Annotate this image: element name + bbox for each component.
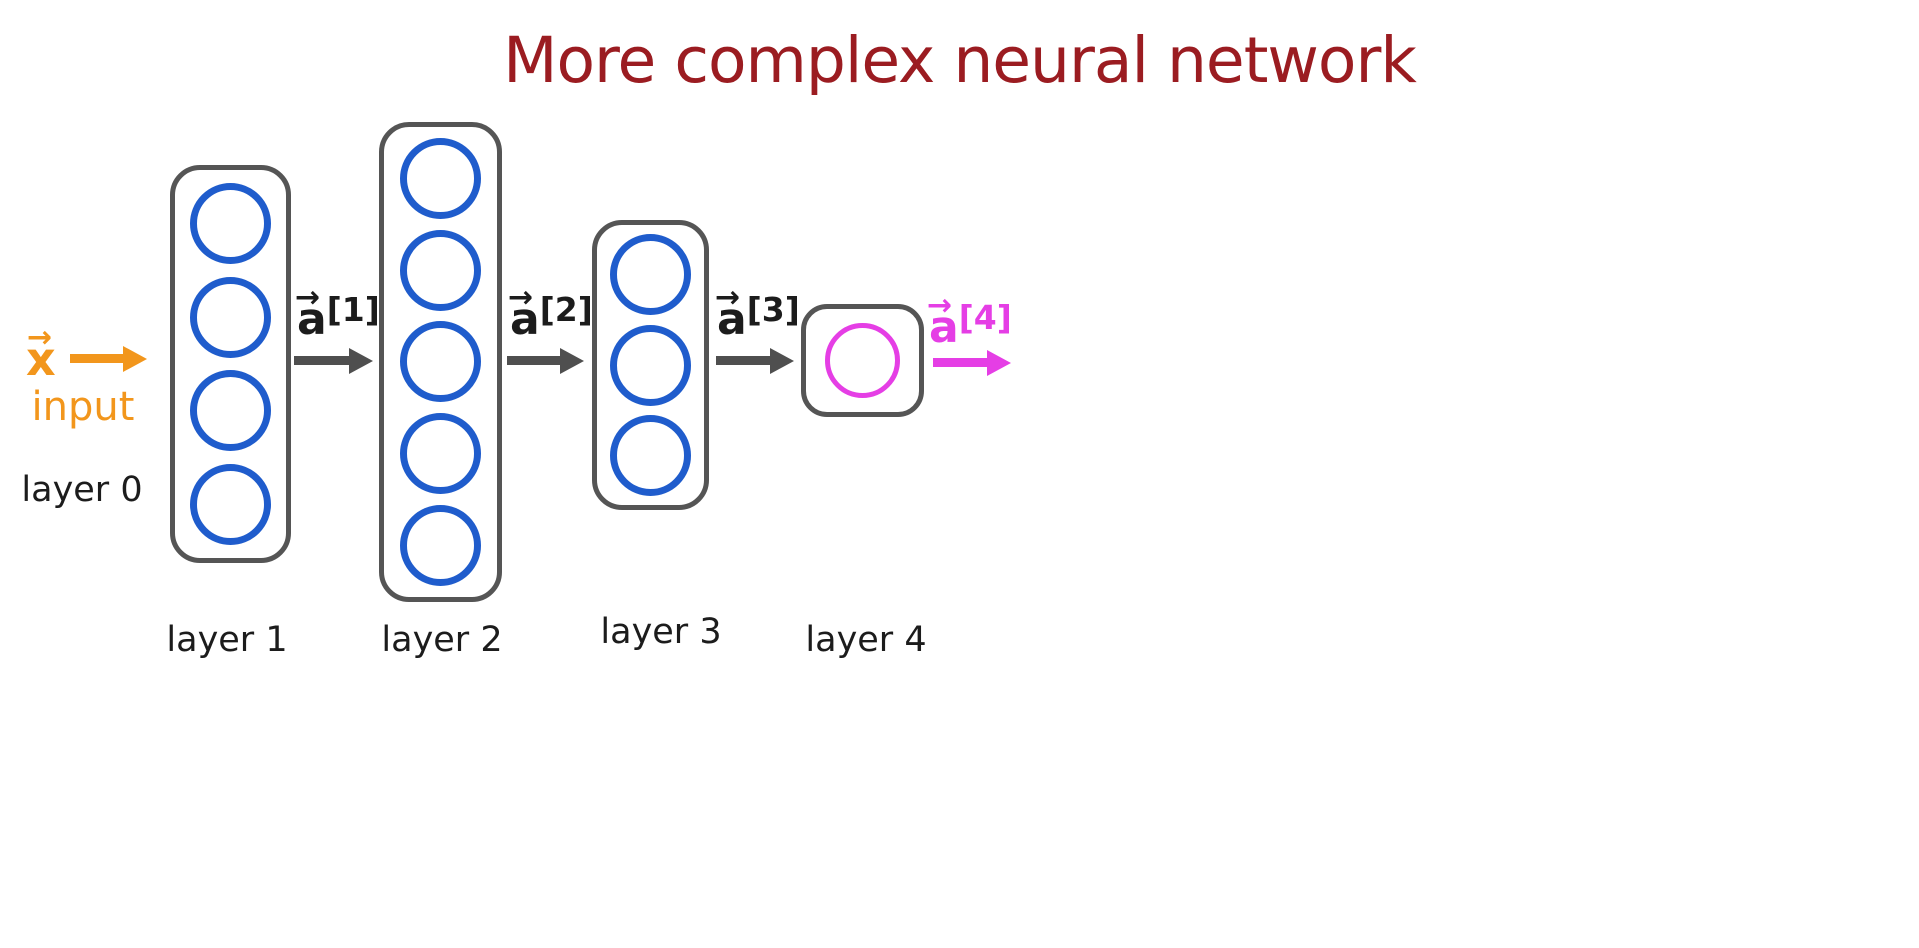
neuron-blue	[190, 276, 271, 358]
neuron-blue	[190, 464, 271, 546]
layer-4-box	[801, 304, 924, 417]
layer-4-name: layer 4	[805, 620, 927, 660]
input-arrow	[70, 345, 147, 372]
activation-arrow-1	[294, 347, 373, 374]
neuron-blue	[400, 137, 481, 219]
neuron-blue	[400, 413, 481, 495]
activation-arrow-2	[507, 347, 584, 374]
vector-arrow-icon: →	[927, 288, 953, 323]
activation-label-4: →a[4]	[927, 291, 1012, 350]
layer-2-name: layer 2	[381, 620, 503, 660]
input-caption: input	[31, 384, 135, 430]
activation-arrow-4	[933, 349, 1011, 376]
neuron-blue	[400, 505, 481, 587]
layer-3-name: layer 3	[600, 612, 722, 652]
layer-3-box	[592, 220, 709, 510]
activation-label-1: →a[1]	[295, 283, 380, 342]
input-symbol: x	[26, 332, 56, 386]
neuron-blue	[610, 414, 691, 496]
activation-label-3: →a[3]	[715, 283, 800, 342]
vector-arrow-icon: →	[715, 280, 741, 315]
neuron-blue	[610, 324, 691, 406]
vector-arrow-icon: →	[508, 280, 534, 315]
input-vector-label: →x	[26, 323, 56, 383]
activation-base: a	[510, 294, 540, 345]
layer-1-box	[170, 165, 291, 563]
layer0-label: layer 0	[21, 470, 143, 510]
neuron-blue	[610, 234, 691, 316]
neuron-blue	[400, 229, 481, 311]
page-title: More complex neural network	[503, 24, 1417, 97]
neuron-magenta	[825, 323, 900, 398]
neuron-blue	[400, 321, 481, 403]
activation-label-2: →a[2]	[508, 283, 593, 342]
neuron-blue	[190, 370, 271, 452]
layer-2-box	[379, 122, 502, 602]
activation-superscript: [2]	[539, 290, 593, 329]
activation-base: a	[717, 294, 747, 345]
vector-arrow-icon: →	[295, 280, 321, 315]
activation-base: a	[929, 302, 959, 353]
activation-superscript: [4]	[958, 298, 1012, 337]
activation-base: a	[297, 294, 327, 345]
activation-superscript: [3]	[746, 290, 800, 329]
activation-superscript: [1]	[326, 290, 380, 329]
activation-arrow-3	[716, 347, 794, 374]
layer-1-name: layer 1	[166, 620, 288, 660]
vector-arrow-icon: →	[27, 320, 53, 355]
neuron-blue	[190, 182, 271, 264]
